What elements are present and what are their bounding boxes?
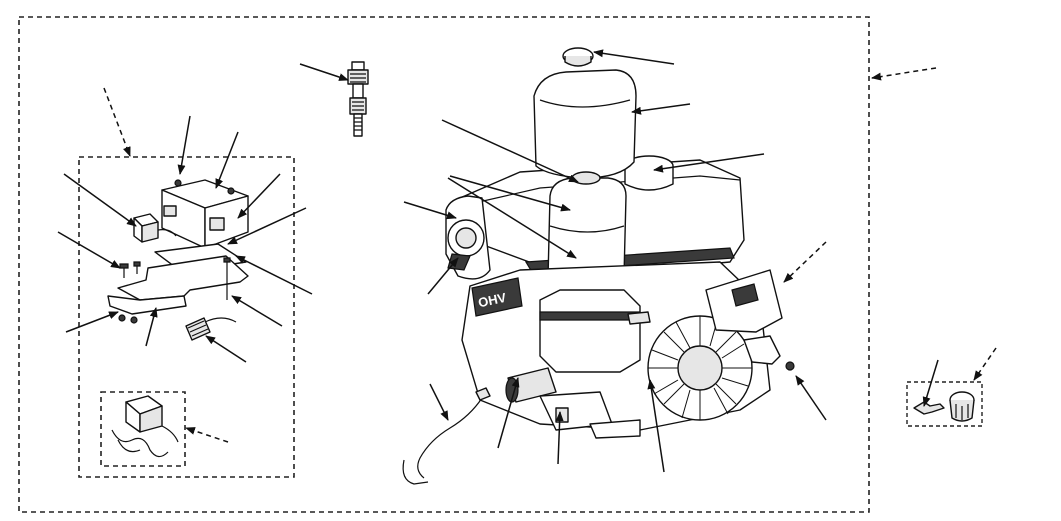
ignition-key <box>913 401 945 415</box>
main-assembly-boundary <box>18 16 870 513</box>
spark-plug <box>347 61 369 137</box>
mounting-plates <box>107 243 249 315</box>
starter-wire-harness <box>402 387 491 485</box>
electric-starter-kit-boundary <box>78 156 295 478</box>
engine-label: OHV <box>477 290 508 311</box>
key-switch-group-boundary <box>906 381 983 427</box>
leader-arrows <box>57 49 997 473</box>
battery-charger <box>111 395 179 458</box>
starter-plug-connector <box>133 213 177 243</box>
key-switch <box>949 391 975 422</box>
starter-switch-box <box>161 179 249 249</box>
engine-body: OHV <box>445 47 795 439</box>
mounting-screws <box>118 257 231 324</box>
starter-fuse-cable <box>185 317 237 341</box>
charger-group-boundary <box>100 391 186 467</box>
